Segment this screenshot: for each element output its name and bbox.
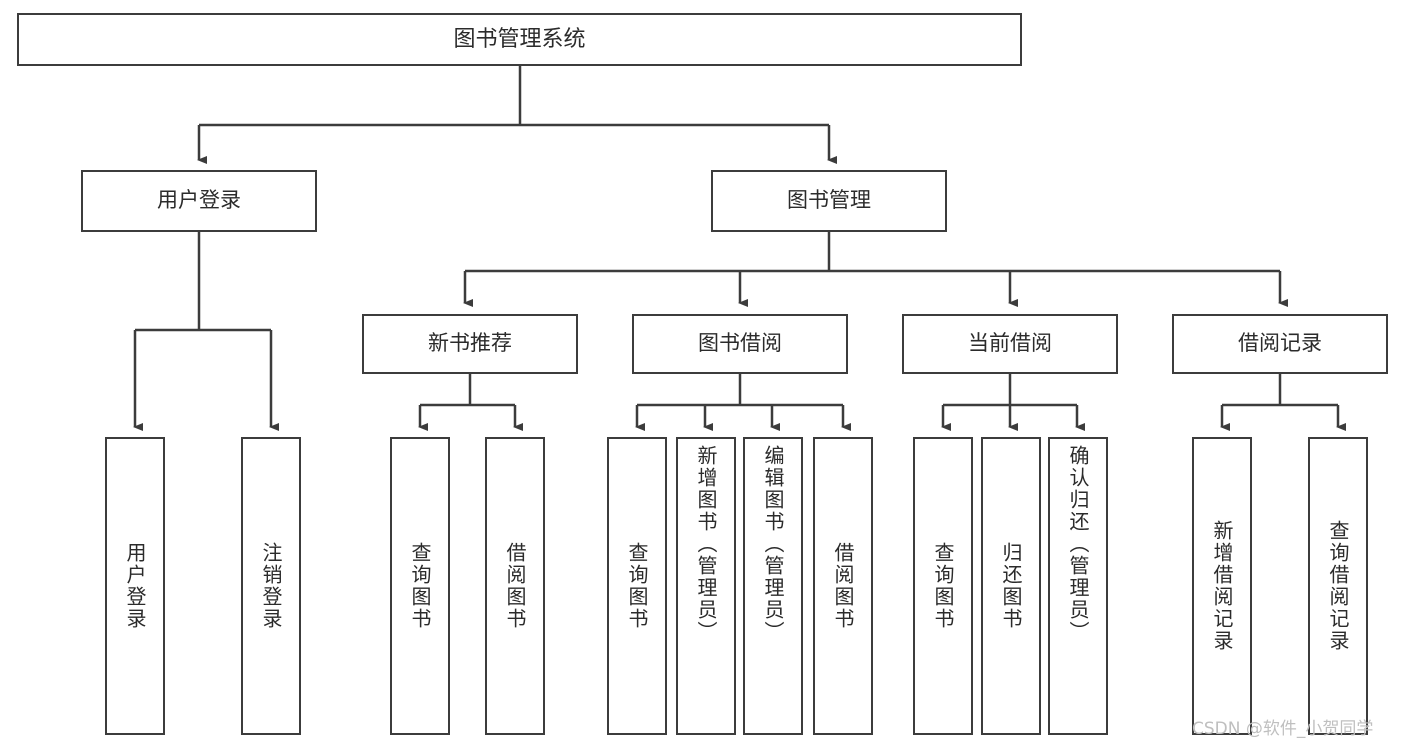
node-label: 新增图书（管理员） <box>694 445 718 643</box>
node-new-book-recommend[interactable]: 新书推荐 <box>362 314 578 374</box>
leaf-current-query-book[interactable]: 查询图书 <box>913 437 973 735</box>
node-label: 确认归还（管理员） <box>1066 445 1090 643</box>
node-label: 借阅图书 <box>831 542 855 630</box>
node-label: 用户登录 <box>123 542 147 630</box>
node-root-system[interactable]: 图书管理系统 <box>17 13 1022 66</box>
node-label: 注销登录 <box>259 542 283 630</box>
node-label: 查询借阅记录 <box>1326 520 1350 652</box>
node-label: 图书借阅 <box>698 331 782 356</box>
leaf-borrow-add-book-admin[interactable]: 新增图书（管理员） <box>676 437 736 735</box>
leaf-borrow-borrow-book[interactable]: 借阅图书 <box>813 437 873 735</box>
node-book-borrow[interactable]: 图书借阅 <box>632 314 848 374</box>
leaf-borrow-edit-book-admin[interactable]: 编辑图书（管理员） <box>743 437 803 735</box>
leaf-recommend-borrow-book[interactable]: 借阅图书 <box>485 437 545 735</box>
leaf-user-login-logout[interactable]: 注销登录 <box>241 437 301 735</box>
node-label: 用户登录 <box>157 188 241 213</box>
leaf-recommend-query-book[interactable]: 查询图书 <box>390 437 450 735</box>
node-label: 查询图书 <box>931 542 955 630</box>
node-label: 查询图书 <box>408 542 432 630</box>
node-label: 借阅图书 <box>503 542 527 630</box>
node-label: 当前借阅 <box>968 331 1052 356</box>
node-label: 图书管理 <box>787 188 871 213</box>
node-label: 查询图书 <box>625 542 649 630</box>
leaf-borrow-query-book[interactable]: 查询图书 <box>607 437 667 735</box>
node-label: 图书管理系统 <box>453 26 586 52</box>
node-label: 新增借阅记录 <box>1210 520 1234 652</box>
leaf-user-login-login[interactable]: 用户登录 <box>105 437 165 735</box>
leaf-record-add-record[interactable]: 新增借阅记录 <box>1192 437 1252 735</box>
node-current-borrow[interactable]: 当前借阅 <box>902 314 1118 374</box>
leaf-current-confirm-return-admin[interactable]: 确认归还（管理员） <box>1048 437 1108 735</box>
node-label: 编辑图书（管理员） <box>761 445 785 643</box>
csdn-watermark: CSDN @软件_小贺同学 <box>1192 714 1373 739</box>
node-label: 借阅记录 <box>1238 331 1322 356</box>
leaf-current-return-book[interactable]: 归还图书 <box>981 437 1041 735</box>
node-user-login[interactable]: 用户登录 <box>81 170 317 232</box>
node-book-management[interactable]: 图书管理 <box>711 170 947 232</box>
leaf-record-query-record[interactable]: 查询借阅记录 <box>1308 437 1368 735</box>
node-label: 归还图书 <box>999 542 1023 630</box>
watermark-text: CSDN @软件_小贺同学 <box>1192 719 1374 739</box>
node-borrow-record[interactable]: 借阅记录 <box>1172 314 1388 374</box>
node-label: 新书推荐 <box>428 331 512 356</box>
